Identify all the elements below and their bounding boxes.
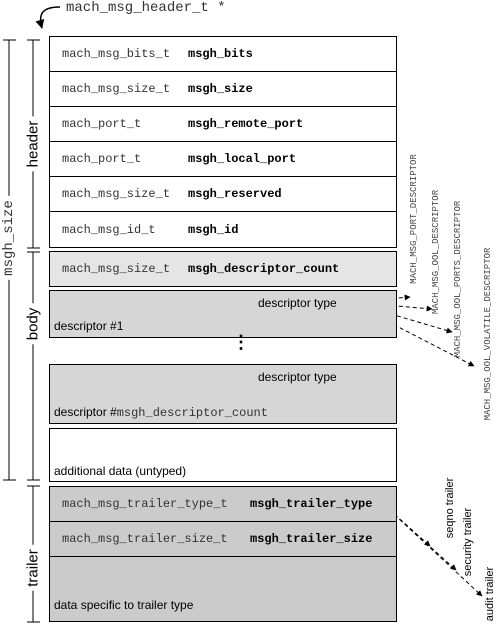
msgh-size-label: msgh_size xyxy=(1,196,17,280)
body-row-descriptor-count: mach_msg_size_t msgh_descriptor_count xyxy=(49,251,397,287)
additional-data-box: additional data (untyped) xyxy=(49,428,397,482)
field-name: msgh_id xyxy=(188,223,239,237)
field-type: mach_port_t xyxy=(62,152,142,166)
trailer-type-security: security trailer xyxy=(462,507,474,577)
descriptor-type-port: MACH_MSG_PORT_DESCRIPTOR xyxy=(409,154,419,284)
header-row-local-port: mach_port_t msgh_local_port xyxy=(49,141,397,177)
trailer-type-audit: audit trailer xyxy=(484,566,496,622)
header-section-label: header xyxy=(24,116,42,172)
trailer-row-type: mach_msg_trailer_type_t msgh_trailer_typ… xyxy=(49,486,397,522)
field-name: msgh_local_port xyxy=(188,152,297,166)
trailer-specific-label: data specific to trailer type xyxy=(54,598,194,612)
body-bracket xyxy=(27,251,40,481)
field-type: mach_msg_bits_t xyxy=(62,47,171,61)
field-type: mach_msg_id_t xyxy=(62,223,156,237)
field-type: mach_msg_trailer_size_t xyxy=(62,532,228,546)
field-name: msgh_trailer_size xyxy=(250,532,373,546)
descriptor-type-ool: MACH_MSG_OOL_DESCRIPTOR xyxy=(431,189,441,315)
field-name: msgh_size xyxy=(188,82,253,96)
pointer-arrow xyxy=(35,6,61,29)
descriptor-1-box: descriptor type descriptor #1 xyxy=(49,290,397,338)
body-section-label: body xyxy=(24,303,42,345)
field-name: msgh_reserved xyxy=(188,187,282,201)
descriptor-label-count: msgh_descriptor_count xyxy=(116,406,268,420)
field-name: msgh_bits xyxy=(188,47,253,61)
header-row-size: mach_msg_size_t msgh_size xyxy=(49,71,397,107)
header-row-reserved: mach_msg_size_t msgh_reserved xyxy=(49,176,397,212)
field-type: mach_msg_size_t xyxy=(62,82,171,96)
header-row-id: mach_msg_id_t msgh_id xyxy=(49,211,397,248)
field-type: mach_port_t xyxy=(62,117,142,131)
descriptor-label: descriptor #msgh_descriptor_count xyxy=(54,405,268,420)
trailer-row-size: mach_msg_trailer_size_t msgh_trailer_siz… xyxy=(49,521,397,557)
field-name: msgh_trailer_type xyxy=(250,497,373,511)
descriptor-type-label: descriptor type xyxy=(258,370,337,384)
trailer-specific-box: data specific to trailer type xyxy=(49,556,397,622)
trailer-section-label: trailer xyxy=(24,545,42,591)
field-type: mach_msg_size_t xyxy=(62,187,171,201)
descriptor-type-ool-volatile: MACH_MSG_OOL_VOLATILE_DESCRIPTOR xyxy=(483,247,493,421)
field-type: mach_msg_size_t xyxy=(62,262,171,276)
descriptor-type-label: descriptor type xyxy=(258,296,337,310)
descriptor-label-prefix: descriptor # xyxy=(54,405,117,419)
descriptor-label: descriptor #1 xyxy=(54,319,124,333)
trailer-type-seqno: seqno trailer xyxy=(444,477,456,539)
field-type: mach_msg_trailer_type_t xyxy=(62,497,228,511)
descriptor-type-ool-ports: MACH_MSG_OOL_PORTS_DESCRIPTOR xyxy=(453,200,463,358)
additional-data-label: additional data (untyped) xyxy=(54,464,187,478)
field-name: msgh_remote_port xyxy=(188,117,304,131)
descriptor-n-box: descriptor type descriptor #msgh_descrip… xyxy=(49,364,397,424)
pointer-label: mach_msg_header_t * xyxy=(66,0,226,16)
field-name: msgh_descriptor_count xyxy=(188,262,340,276)
header-row-remote-port: mach_port_t msgh_remote_port xyxy=(49,106,397,142)
ellipsis: ⋮ xyxy=(232,332,250,352)
header-row-bits: mach_msg_bits_t msgh_bits xyxy=(49,36,397,72)
